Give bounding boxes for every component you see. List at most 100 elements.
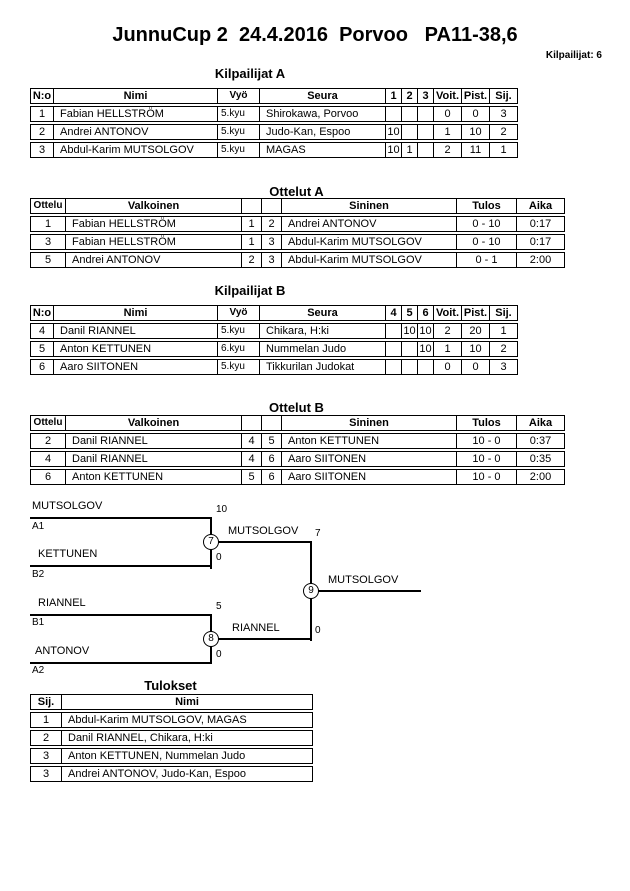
cell-white-name: Andrei ANTONOV: [65, 253, 241, 267]
cell-no: 2: [38, 126, 46, 138]
col-header-result: Tulos: [456, 199, 516, 213]
cell-belt: 5.kyu: [217, 107, 259, 121]
bracket-seed-label: A1: [32, 521, 45, 532]
table-row: 3 Abdul-Karim MUTSOLGOV 5.kyu MAGAS 10 1…: [30, 142, 518, 158]
cell-points: 10: [461, 342, 489, 356]
cell-white-no: 2: [241, 253, 261, 267]
cell-name: Abdul-Karim MUTSOLGOV: [53, 143, 217, 157]
cell-wins: 1: [433, 125, 461, 139]
col-header-place: Sij.: [489, 89, 517, 103]
cell-result: 0 - 1: [456, 253, 516, 267]
matches-a-heading: Ottelut A: [269, 184, 324, 199]
cell-blue-name: Abdul-Karim MUTSOLGOV: [281, 253, 456, 267]
col-header-match3: 3: [417, 89, 433, 103]
cell-name: Andrei ANTONOV: [53, 125, 217, 139]
cell-match-score: [417, 125, 433, 139]
cell-result: 0 - 10: [456, 217, 516, 231]
col-header-points: Pist.: [461, 306, 489, 320]
col-header-match4: 4: [385, 306, 401, 320]
table-row: 4 Danil RIANNEL 5.kyu Chikara, H:ki 10 1…: [30, 323, 518, 339]
cell-no: 5: [38, 343, 46, 355]
bracket-score: 0: [216, 649, 222, 660]
bracket-score: 10: [216, 504, 228, 515]
cell-name: Abdul-Karim MUTSOLGOV, MAGAS: [61, 713, 312, 727]
col-header-match5: 5: [401, 306, 417, 320]
cell-white-name: Anton KETTUNEN: [65, 470, 241, 484]
matches-a-table: Ottelu Valkoinen Sininen Tulos Aika 1 Fa…: [30, 198, 565, 270]
matches-b-table: Ottelu Valkoinen Sininen Tulos Aika 2 Da…: [30, 415, 565, 487]
col-header-blue: Sininen: [281, 199, 456, 213]
bracket-line: [211, 541, 311, 543]
cell-match-score: [417, 360, 433, 374]
match-number-circle: 9: [303, 583, 319, 599]
col-header-no: N:o: [32, 90, 52, 102]
cell-match-score: 1: [401, 143, 417, 157]
cell-club: Tikkurilan Judokat: [259, 360, 385, 374]
table-row: 2 Danil RIANNEL 4 5 Anton KETTUNEN 10 - …: [30, 433, 565, 449]
table-header-row: N:o Nimi Vyö Seura 1 2 3 Voit. Pist. Sij…: [30, 88, 518, 104]
cell-belt: 5.kyu: [217, 125, 259, 139]
table-row: 2 Andrei ANTONOV 5.kyu Judo-Kan, Espoo 1…: [30, 124, 518, 140]
cell-time: 0:17: [516, 217, 564, 231]
col-header-points: Pist.: [461, 89, 489, 103]
cell-match-score: [401, 125, 417, 139]
cell-place: 1: [42, 714, 50, 726]
cell-match-no: 1: [44, 218, 52, 230]
cell-match-score: 10: [401, 324, 417, 338]
col-header-no: N:o: [32, 307, 52, 319]
cell-match-score: [385, 324, 401, 338]
cell-place: 3: [489, 360, 517, 374]
col-header-match: Ottelu: [33, 200, 63, 211]
col-header-place: Sij.: [489, 306, 517, 320]
page-title: JunnuCup 2 24.4.2016 Porvoo PA11-38,6: [112, 24, 518, 46]
bracket-player-name: MUTSOLGOV: [32, 500, 103, 512]
table-row: 6 Aaro SIITONEN 5.kyu Tikkurilan Judokat…: [30, 359, 518, 375]
col-header-time: Aika: [516, 199, 564, 213]
col-header-match2: 2: [401, 89, 417, 103]
cell-blue-no: 5: [261, 434, 281, 448]
cell-time: 0:35: [516, 452, 564, 466]
table-row: 5 Anton KETTUNEN 6.kyu Nummelan Judo 10 …: [30, 341, 518, 357]
cell-time: 2:00: [516, 253, 564, 267]
cell-match-score: [417, 143, 433, 157]
col-header-club: Seura: [259, 89, 385, 103]
competitors-count: Kilpailijat: 6: [545, 50, 602, 61]
cell-white-name: Danil RIANNEL: [65, 452, 241, 466]
bracket-winner-name: RIANNEL: [232, 622, 280, 634]
cell-club: Chikara, H:ki: [259, 324, 385, 338]
table-row: 5 Andrei ANTONOV 2 3 Abdul-Karim MUTSOLG…: [30, 252, 565, 268]
cell-wins: 2: [433, 143, 461, 157]
bracket-score: 0: [216, 552, 222, 563]
col-header-wins: Voit.: [433, 89, 461, 103]
col-header-match6: 6: [417, 306, 433, 320]
col-header-match: Ottelu: [33, 417, 63, 428]
cell-match-score: [401, 360, 417, 374]
cell-match-no: 6: [44, 471, 52, 483]
col-header-blue-no: [261, 416, 281, 430]
col-header-name: Nimi: [53, 306, 217, 320]
cell-match-score: [385, 107, 401, 121]
cell-name: Andrei ANTONOV, Judo-Kan, Espoo: [61, 767, 312, 781]
bracket-seed-label: B1: [32, 617, 45, 628]
bracket-player-name: RIANNEL: [38, 597, 86, 609]
col-header-time: Aika: [516, 416, 564, 430]
cell-points: 20: [461, 324, 489, 338]
bracket-line: [30, 565, 212, 567]
table-header-row: N:o Nimi Vyö Seura 4 5 6 Voit. Pist. Sij…: [30, 305, 518, 321]
cell-blue-no: 3: [261, 253, 281, 267]
table-row: 6 Anton KETTUNEN 5 6 Aaro SIITONEN 10 - …: [30, 469, 565, 485]
cell-blue-name: Andrei ANTONOV: [281, 217, 456, 231]
match-number-circle: 7: [203, 534, 219, 550]
cell-match-no: 2: [44, 435, 52, 447]
table-row: 3 Andrei ANTONOV, Judo-Kan, Espoo: [30, 766, 313, 782]
cell-belt: 5.kyu: [217, 143, 259, 157]
cell-result: 10 - 0: [456, 470, 516, 484]
cell-place: 2: [489, 342, 517, 356]
cell-points: 0: [461, 107, 489, 121]
col-header-white: Valkoinen: [65, 416, 241, 430]
bracket-line: [311, 590, 421, 592]
cell-blue-name: Aaro SIITONEN: [281, 452, 456, 466]
cell-club: Nummelan Judo: [259, 342, 385, 356]
cell-match-no: 5: [44, 254, 52, 266]
